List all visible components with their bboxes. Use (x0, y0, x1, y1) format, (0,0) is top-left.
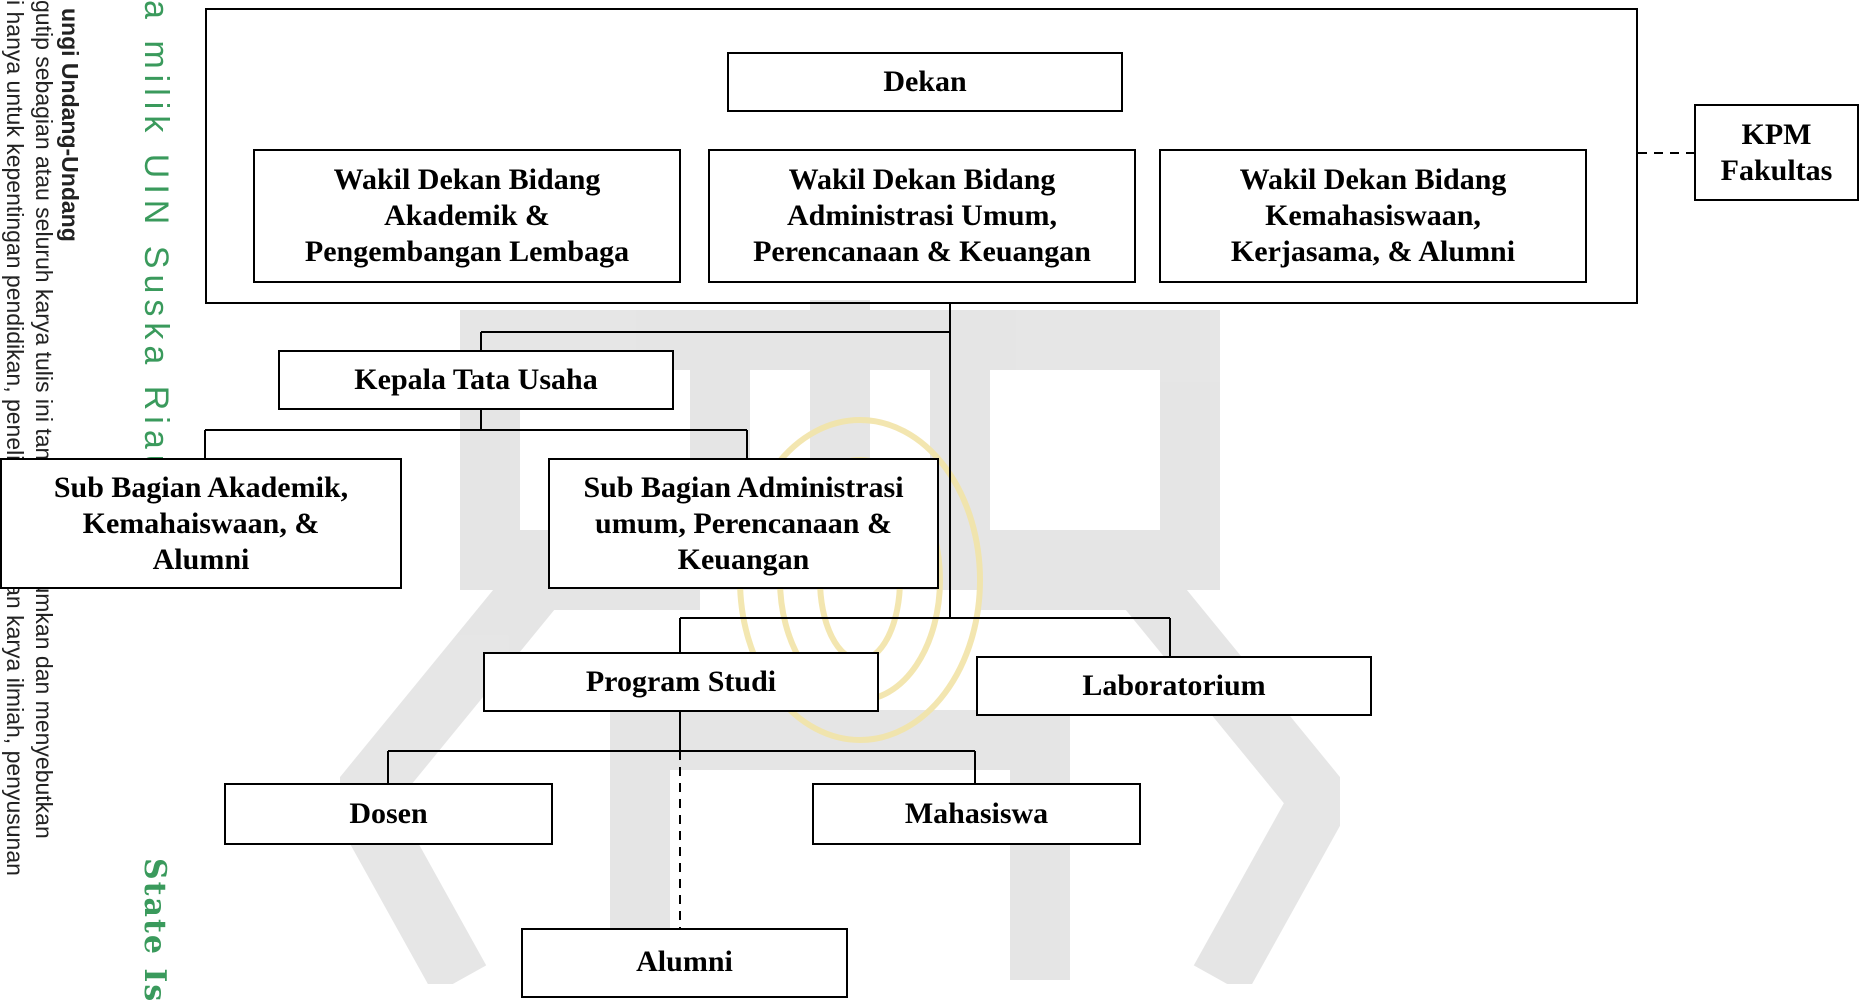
sub-bagian-akademik-label: Sub Bagian Akademik, Kemahaiswaan, & Alu… (53, 470, 349, 576)
kepala-tata-usaha-box: Kepala Tata Usaha (278, 350, 674, 410)
dekan-box: Dekan (727, 52, 1123, 112)
laboratorium-box: Laboratorium (976, 656, 1372, 716)
leadership-frame (205, 8, 1638, 304)
sub-bagian-administrasi-box: Sub Bagian Administrasi umum, Perencanaa… (548, 458, 939, 589)
wakil-dekan-3-label: Wakil Dekan Bidang Kemahasiswaan, Kerjas… (1230, 163, 1516, 268)
dosen-box: Dosen (224, 783, 553, 845)
kpm-fakultas-label: KPM Fakultas (1720, 117, 1833, 187)
kpm-fakultas-box: KPM Fakultas (1694, 104, 1859, 201)
wakil-dekan-1-box: Wakil Dekan Bidang Akademik & Pengembang… (253, 149, 681, 283)
sub-bagian-administrasi-label: Sub Bagian Administrasi umum, Perencanaa… (583, 470, 904, 576)
mahasiswa-box: Mahasiswa (812, 783, 1141, 845)
wakil-dekan-2-box: Wakil Dekan Bidang Administrasi Umum, Pe… (708, 149, 1136, 283)
wakil-dekan-1-label: Wakil Dekan Bidang Akademik & Pengembang… (304, 163, 630, 268)
program-studi-label: Program Studi (585, 665, 777, 698)
sub-bagian-akademik-box: Sub Bagian Akademik, Kemahaiswaan, & Alu… (0, 458, 402, 589)
program-studi-box: Program Studi (483, 652, 879, 712)
dekan-label: Dekan (883, 65, 967, 98)
wakil-dekan-2-label: Wakil Dekan Bidang Administrasi Umum, Pe… (753, 163, 1091, 268)
laboratorium-label: Laboratorium (1082, 669, 1266, 702)
alumni-box: Alumni (521, 928, 848, 998)
wakil-dekan-3-box: Wakil Dekan Bidang Kemahasiswaan, Kerjas… (1159, 149, 1587, 283)
kepala-tata-usaha-label: Kepala Tata Usaha (354, 363, 598, 396)
alumni-label: Alumni (636, 945, 733, 978)
mahasiswa-label: Mahasiswa (904, 797, 1049, 830)
dosen-label: Dosen (349, 797, 428, 830)
